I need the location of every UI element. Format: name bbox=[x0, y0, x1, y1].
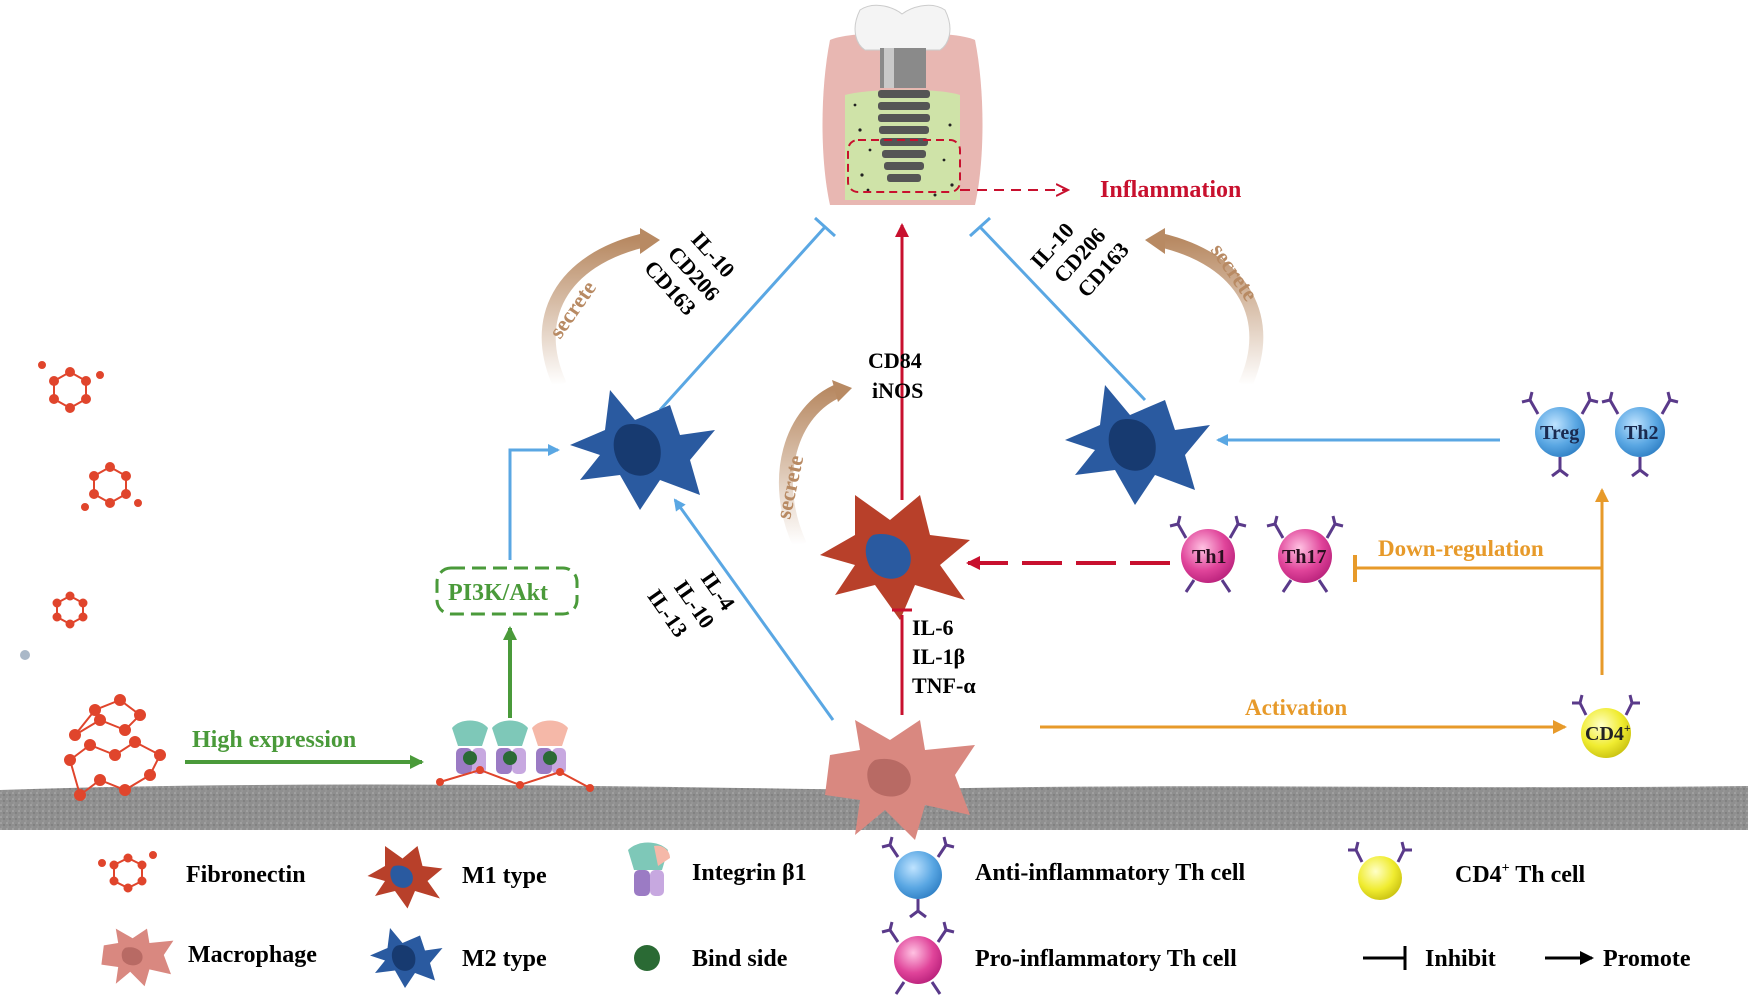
fibronectin-molecule-2 bbox=[81, 462, 142, 511]
th17-cell: Th17 bbox=[1266, 515, 1344, 593]
legend-integrin-icon bbox=[628, 842, 670, 896]
legend-cd4-label: CD4+ Th cell bbox=[1455, 861, 1586, 888]
secrete-arc-left bbox=[541, 233, 647, 388]
m1-macrophage bbox=[820, 495, 970, 620]
integrin-cluster-surface bbox=[436, 720, 594, 792]
legend-pro-th-label: Pro-inflammatory Th cell bbox=[975, 946, 1237, 972]
right-m2-inhibit-line bbox=[978, 225, 1147, 402]
legend-anti-th-icon bbox=[881, 836, 955, 919]
m1-cytokine-il1b: IL-1β bbox=[912, 644, 965, 669]
legend-m1-label: M1 type bbox=[462, 863, 547, 889]
legend-inhibit-label: Inhibit bbox=[1425, 946, 1496, 972]
fibronectin-molecule-1 bbox=[38, 361, 104, 413]
treg-cell: Treg bbox=[1521, 391, 1599, 478]
fibronectin-molecule-3 bbox=[52, 591, 88, 629]
down-regulation-label: Down-regulation bbox=[1378, 536, 1544, 561]
pi3k-akt-box bbox=[435, 566, 579, 616]
legend-integrin-label: Integrin β1 bbox=[692, 860, 807, 886]
legend-fibronectin-label: Fibronectin bbox=[186, 862, 306, 888]
m2-cytokines: IL-4 IL-10 IL-13 bbox=[642, 567, 740, 642]
left-m2-inhibit-line bbox=[658, 225, 827, 412]
secrete-arc-center bbox=[778, 383, 843, 548]
dental-implant-illustration bbox=[822, 4, 983, 205]
pi3k-akt-label: PI3K/Akt bbox=[448, 580, 548, 606]
m2-macrophage-left bbox=[570, 390, 715, 510]
cd4-label: CD4+ bbox=[1585, 721, 1631, 745]
fibronectin-cluster-surface bbox=[64, 694, 166, 801]
legend-fibronectin-icon bbox=[98, 851, 157, 893]
legend-anti-th-label: Anti-inflammatory Th cell bbox=[975, 860, 1246, 886]
left-markers: IL-10 CD206 CD163 bbox=[639, 227, 740, 321]
activation-label: Activation bbox=[1245, 695, 1347, 720]
treg-label: Treg bbox=[1540, 422, 1579, 444]
pi3k-to-m2-arrow bbox=[508, 444, 560, 560]
m0-to-m2-arrow bbox=[673, 498, 835, 721]
legend-cd4-icon bbox=[1348, 841, 1412, 900]
cd4-cell: CD4+ bbox=[1572, 694, 1640, 758]
legend-bind-side-label: Bind side bbox=[692, 946, 788, 972]
legend-m2-label: M2 type bbox=[462, 946, 547, 972]
th2-cell: Th2 bbox=[1601, 391, 1679, 478]
legend-pro-th-icon bbox=[881, 921, 955, 995]
stray-particle bbox=[20, 650, 30, 660]
legend-macrophage-icon bbox=[101, 928, 174, 987]
center-marker-inos: iNOS bbox=[872, 378, 923, 403]
m2-macrophage-right bbox=[1065, 385, 1210, 505]
legend-m1-icon bbox=[367, 846, 443, 909]
legend-inhibit-icon bbox=[1363, 946, 1407, 970]
center-marker-cd84: CD84 bbox=[868, 348, 922, 373]
macrophage-surface bbox=[825, 720, 975, 840]
legend: Fibronectin M1 type Integrin β1 Anti-inf… bbox=[98, 836, 1691, 995]
inflammation-label: Inflammation bbox=[1100, 177, 1241, 203]
secrete-label-right: secrete bbox=[1206, 239, 1264, 306]
th1-cell: Th1 bbox=[1169, 515, 1247, 593]
th17-label: Th17 bbox=[1282, 546, 1326, 568]
th1-label: Th1 bbox=[1192, 546, 1226, 568]
secrete-arc-right bbox=[1158, 233, 1264, 388]
legend-m2-icon bbox=[370, 928, 443, 988]
legend-bind-side-icon bbox=[634, 945, 660, 971]
legend-macrophage-label: Macrophage bbox=[188, 942, 317, 968]
legend-promote-label: Promote bbox=[1603, 946, 1691, 972]
th2-label: Th2 bbox=[1624, 422, 1658, 444]
high-expression-label: High expression bbox=[192, 727, 356, 753]
secrete-label-center: secrete bbox=[770, 453, 808, 521]
m1-cytokine-tnfa: TNF-α bbox=[912, 673, 976, 698]
m1-cytokine-il6: IL-6 bbox=[912, 615, 954, 640]
